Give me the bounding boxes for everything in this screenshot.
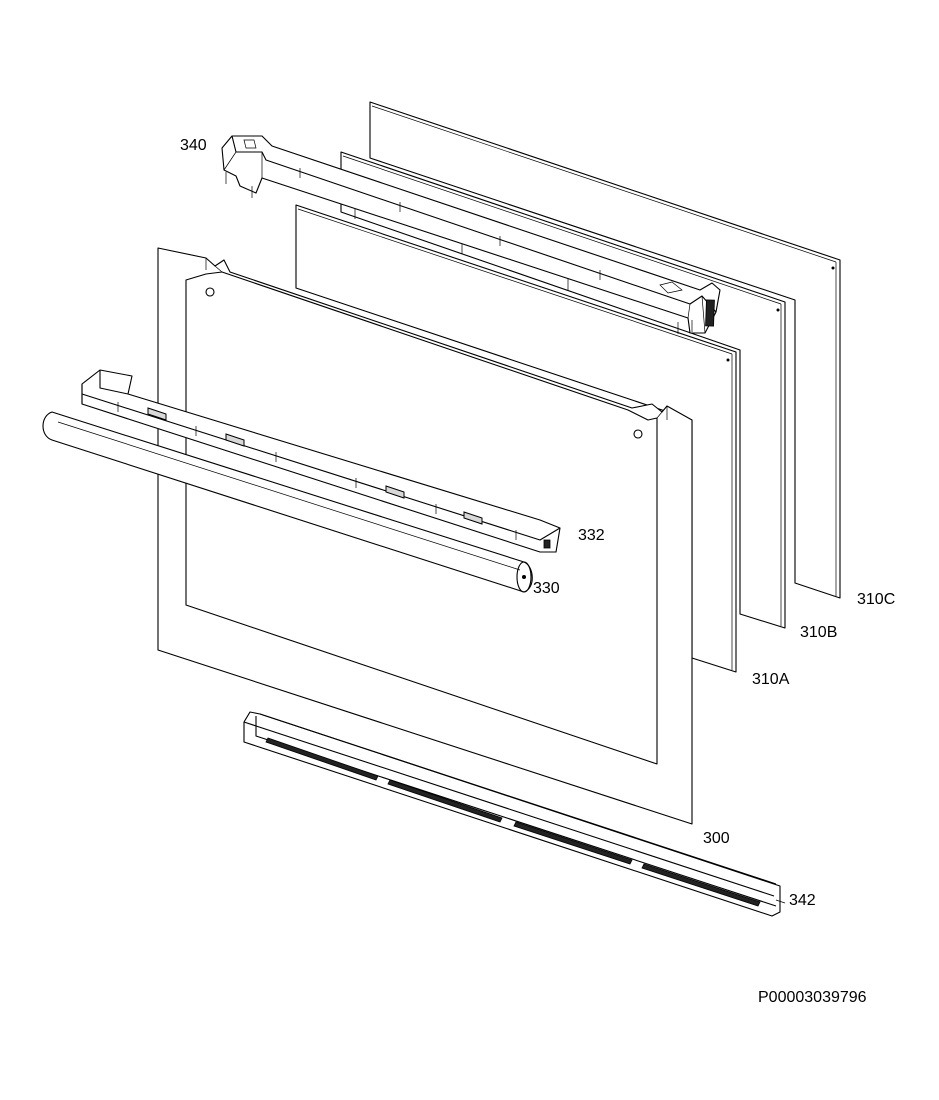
label-332: 332 — [578, 527, 605, 544]
label-300: 300 — [703, 830, 730, 847]
leader-lines — [775, 899, 786, 904]
label-310b: 310B — [800, 624, 838, 641]
label-342: 342 — [789, 892, 816, 909]
handle-support-332 — [81, 369, 561, 553]
handle-330 — [42, 411, 533, 593]
leader-342 — [775, 899, 786, 904]
label-330: 330 — [533, 580, 560, 597]
glass-panel-310c — [369, 101, 841, 599]
top-profile-340 — [221, 135, 721, 334]
bottom-profile-342 — [243, 711, 781, 917]
label-310c: 310C — [857, 591, 896, 608]
document-code: P00003039796 — [758, 989, 867, 1006]
label-340: 340 — [180, 137, 207, 154]
label-310a: 310A — [752, 671, 790, 688]
